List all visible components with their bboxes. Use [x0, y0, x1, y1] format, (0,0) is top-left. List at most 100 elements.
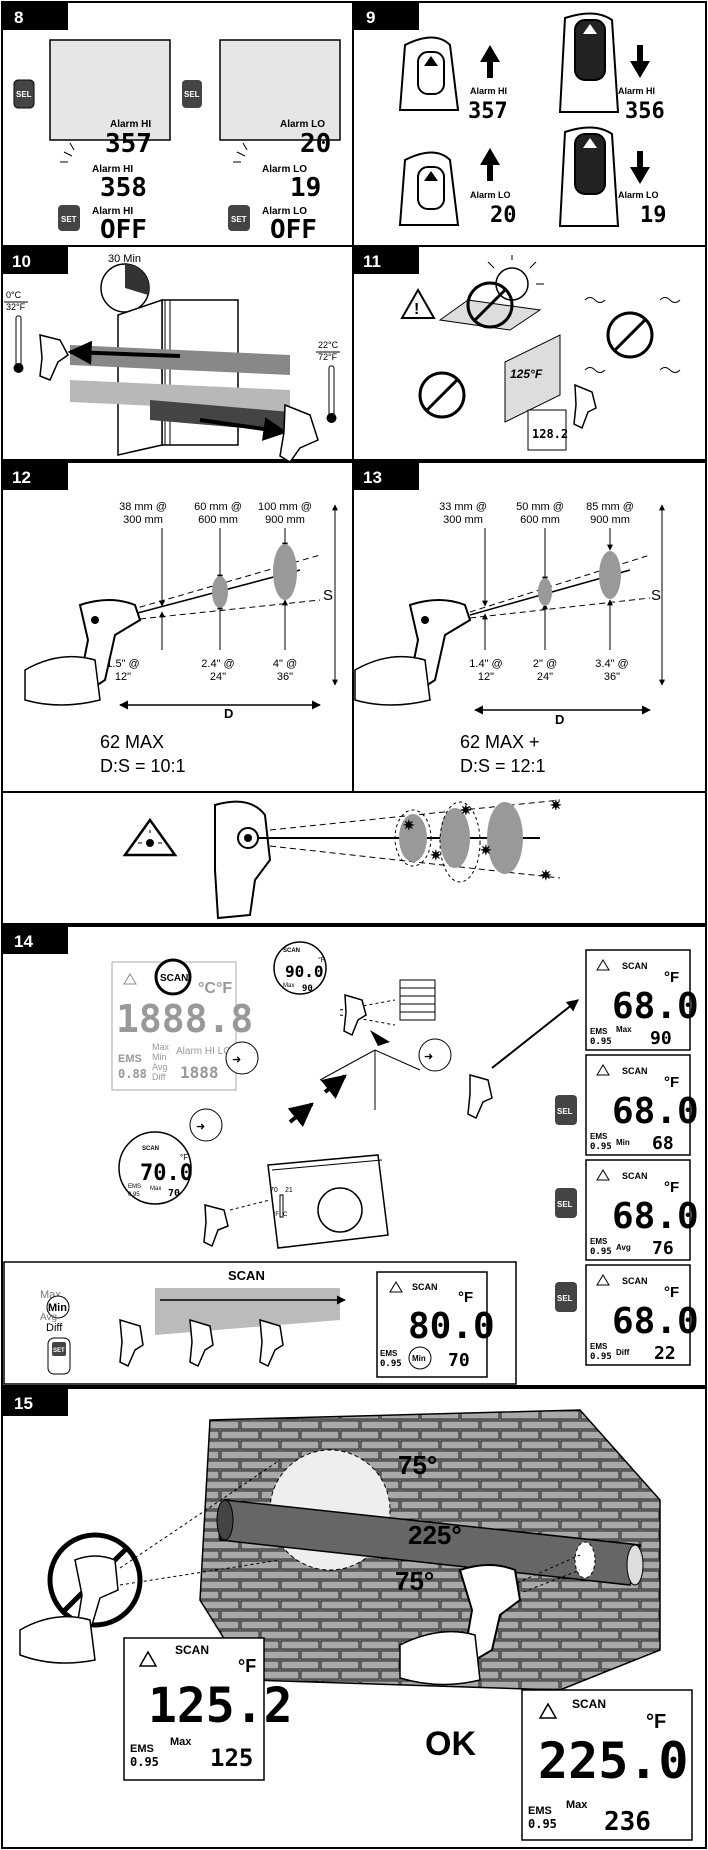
label-text: Alarm LO [470, 190, 511, 200]
lcd-all-segments: SCAN °C°F 1888.8 EMS 0.88 Max Min Avg Di… [111, 958, 253, 1091]
label-text: SCAN [160, 973, 188, 984]
label-text: 0.95 [590, 1037, 612, 1047]
label-text: 70 [270, 1187, 278, 1194]
lcd-screen-avg: SCAN °F 68.0 EMS 0.95 Avg 76 [585, 1159, 699, 1261]
no-symbol-icon [606, 311, 654, 359]
lcd-screen-diff: SCAN °F 68.0 EMS 0.95 Diff 22 [585, 1264, 699, 1366]
label-text: 1888 [180, 1063, 219, 1082]
label-text: °F [664, 1074, 679, 1091]
set-button[interactable]: SET [47, 1337, 71, 1375]
label-text: EMS [528, 1805, 552, 1817]
label-text: 2.4" @ [201, 658, 234, 670]
label-text: 24" [210, 671, 226, 683]
label-text: 90.0 [285, 962, 324, 981]
label-text: D:S = 12:1 [460, 756, 546, 776]
sel-button[interactable]: SEL [184, 90, 200, 99]
svg-text:➜: ➜ [232, 1054, 241, 1066]
sel-button[interactable]: SEL [555, 1095, 577, 1125]
label-text: 356 [625, 99, 665, 124]
panel-number: 8 [14, 8, 23, 27]
lcd-screen-scan: SCAN °F 80.0 EMS 0.95 Min 70 [376, 1271, 495, 1378]
label-text: 0.95 [590, 1142, 612, 1152]
label-text: Max [152, 1042, 170, 1052]
trigger-down-icon [558, 12, 620, 113]
label-text: 22 [654, 1343, 676, 1364]
label-text: SET [53, 1348, 65, 1354]
panel-11: 11 ! 125°F 128.2 [352, 245, 707, 461]
label-text: 0.88 [118, 1067, 147, 1081]
label-text: 12 [12, 468, 31, 487]
vent-grille [399, 979, 436, 1021]
label-text: 70.0 [140, 1161, 193, 1186]
label-text: 60 mm @ [194, 501, 242, 513]
label-text: 9 [366, 8, 375, 27]
label-text: OK [425, 1725, 476, 1763]
label-text: 300 mm [443, 514, 483, 526]
sel-button[interactable]: SEL [555, 1282, 577, 1312]
label-text: 20 [490, 203, 517, 228]
lcd-value: 357 [105, 129, 152, 159]
label-text: 30 Min [108, 253, 141, 265]
spot-ellipse [212, 576, 228, 608]
label-text: SCAN [622, 1171, 648, 1181]
label-text: D:S = 10:1 [100, 756, 186, 776]
label-text: 300 mm [123, 514, 163, 526]
label-text: 358 [100, 173, 147, 203]
label-text: EMS [590, 1237, 608, 1246]
label-text: 0°C [6, 290, 22, 300]
panel-8: 8 SEL Alarm HI 357 Alarm HI 358 SET Alar… [1, 1, 354, 247]
no-symbol-icon [47, 1532, 143, 1628]
label-text: 90 [650, 1028, 672, 1049]
label-text: 11 [363, 252, 381, 271]
door-icon [117, 298, 239, 456]
label-text: °F [180, 1153, 188, 1162]
trigger-up-icon [398, 36, 460, 111]
label-text: 125°F [510, 367, 543, 381]
label-text: 36" [604, 671, 620, 683]
label-text: EMS [590, 1027, 608, 1036]
trigger-up-icon [398, 151, 460, 226]
label-text: 50 mm @ [516, 501, 564, 513]
lcd-screen-wrong: SCAN °F 125.2 EMS 0.95 Max 125 [123, 1637, 293, 1781]
label-text: °F [664, 1284, 679, 1301]
label-text: 1.5" @ [106, 658, 139, 670]
label-text: 1888.8 [116, 997, 253, 1041]
label-text: Avg [40, 1312, 57, 1323]
label-text: Diff [616, 1348, 630, 1357]
label-text: 38 mm @ [119, 501, 167, 513]
label-text: 68 [652, 1133, 674, 1154]
label-text: 19 [290, 173, 321, 203]
set-button[interactable]: SET [231, 215, 247, 224]
svg-text:➜: ➜ [424, 1051, 433, 1063]
lcd-screen-ok: SCAN °F 225.0 EMS 0.95 Max 236 [521, 1689, 693, 1841]
spot-ellipse [273, 544, 297, 600]
label-text: SCAN [622, 961, 648, 971]
label-text: S [323, 587, 333, 604]
label-text: 128.2 [532, 427, 568, 441]
label-text: °F [318, 956, 325, 964]
set-button[interactable]: SET [61, 215, 77, 224]
label-text: EMS [128, 1184, 141, 1190]
no-symbol-icon [466, 281, 514, 329]
sel-button[interactable]: SEL [555, 1188, 577, 1218]
label-text: 85 mm @ [586, 501, 634, 513]
label-text: 68.0 [612, 986, 699, 1027]
panel-9: 9 Alarm HI 357 Alarm HI 356 Alarm LO 20 [352, 1, 707, 247]
label-text: 0.95 [590, 1352, 612, 1362]
label-text: 62 MAX + [460, 732, 540, 752]
label-text: 125.2 [148, 1678, 293, 1734]
label-text: SEL [557, 1200, 573, 1209]
label-text: Max [170, 1736, 192, 1748]
label-text: 32°F [6, 302, 26, 312]
label-text: 236 [604, 1807, 651, 1837]
label-text: Min [152, 1052, 167, 1062]
label-text: 2" @ [533, 658, 557, 670]
sel-button[interactable]: SEL [16, 90, 32, 99]
label-text: 4" @ [273, 658, 297, 670]
thermometer-gun-icon [343, 993, 367, 1037]
label-text: Alarm LO [618, 190, 659, 200]
label-text: °F [664, 1179, 679, 1196]
label-text: OFF [270, 215, 317, 245]
label-text: SCAN [142, 1146, 159, 1152]
